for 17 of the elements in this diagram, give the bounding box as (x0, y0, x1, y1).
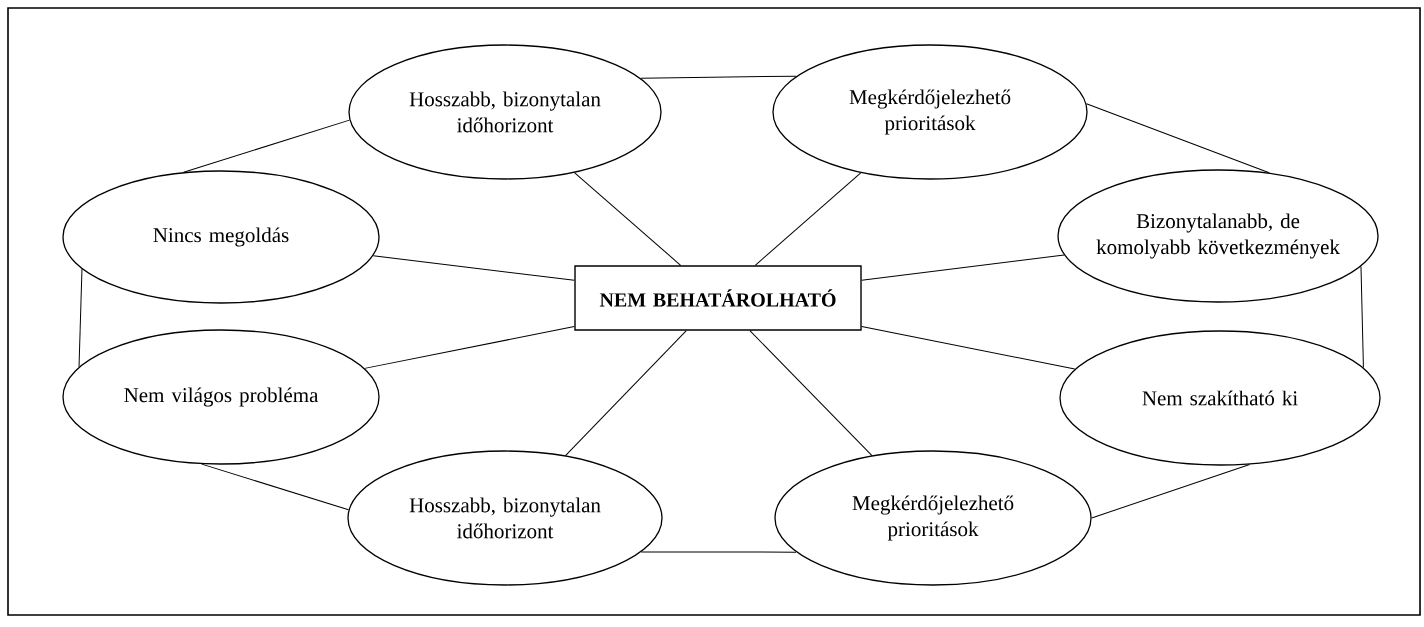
connector-line (754, 172, 862, 266)
connector-line (1091, 464, 1251, 519)
connector-line (749, 330, 873, 457)
connector-line (573, 172, 682, 266)
center-box: NEM BEHATÁROLHATÓ (574, 265, 862, 331)
connector-line (565, 330, 687, 457)
connector-line (861, 254, 1065, 281)
connector-line (640, 75, 797, 79)
connector-line (201, 463, 349, 511)
connector-line (183, 119, 350, 173)
connector-line (1360, 265, 1364, 368)
connector-line (640, 551, 797, 553)
connector-line (372, 255, 575, 281)
connector-line (1086, 103, 1270, 174)
connector-line (364, 326, 575, 369)
connector-line (861, 326, 1076, 370)
connector-line (78, 268, 83, 368)
